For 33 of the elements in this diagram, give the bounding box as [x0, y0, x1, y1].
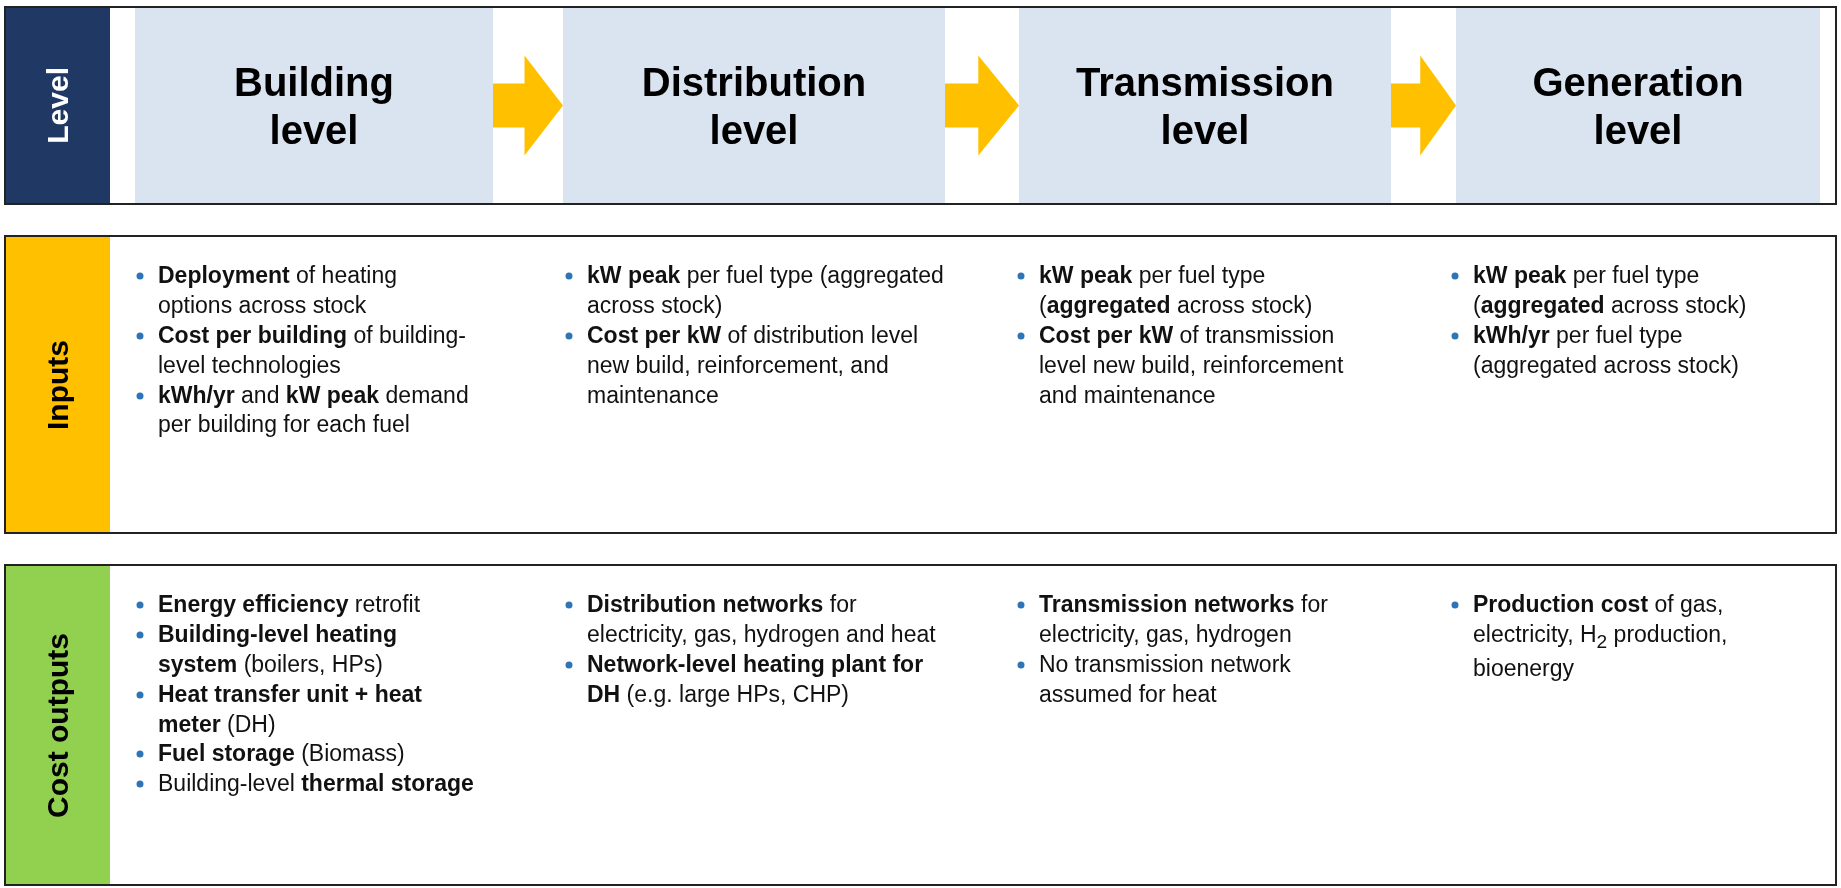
- bullet-text: Distribution networks for electricity, gas, hydrogen and heat: [587, 591, 936, 647]
- bullet-text: kW peak per fuel type (aggregated across stock): [587, 262, 944, 318]
- bullet-text: Building-level heating system (boilers, HPs): [158, 620, 397, 677]
- block-arrow: [945, 55, 1019, 156]
- row-header-label: Level: [41, 67, 75, 144]
- bullet-text: kWh/yr per fuel type (aggregated across stock): [1473, 321, 1739, 378]
- row-frame: [4, 235, 1837, 534]
- bullet-text: No transmission network assumed for heat: [1039, 650, 1291, 707]
- level-box: Transmission level: [1019, 8, 1391, 203]
- bullet-text: Transmission networks for electricity, gas, hydrogen: [1039, 591, 1328, 647]
- row-header-label: Cost outputs: [41, 632, 75, 818]
- block-arrow: [493, 55, 563, 156]
- block-arrow: [1391, 55, 1456, 156]
- bullet-text: kW peak per fuel type (aggregated across stock): [1039, 262, 1313, 318]
- level-box: Generation level: [1456, 8, 1820, 203]
- row-header-label: Inputs: [41, 339, 75, 430]
- row-header-band: [6, 566, 110, 884]
- bullet-text: Building-level thermal storage: [158, 770, 474, 797]
- bullet-text: kWh/yr and kW peak demand per building for each fuel: [158, 381, 469, 438]
- level-box: Building level: [135, 8, 493, 203]
- row-frame: [4, 6, 1837, 205]
- bullet-text: Production cost of gas, electricity, H$_{2}$ production, bioenergy: [1473, 591, 1728, 682]
- bullet-text: Heat transfer unit + heat meter (DH): [158, 680, 422, 737]
- level-box: Distribution level: [563, 8, 945, 203]
- bullet-text: kW peak per fuel type (aggregated across stock): [1473, 262, 1747, 318]
- bullet-text: Energy efficiency retrofit: [158, 591, 421, 617]
- bullet-text: Fuel storage (Biomass): [158, 740, 405, 767]
- row-frame: [4, 564, 1837, 886]
- row-header-band: [6, 8, 110, 203]
- bullet-text: Network-level heating plant for DH (e.g. large HPs, CHP): [587, 650, 924, 707]
- row-header-band: [6, 237, 110, 532]
- bullet-text: Cost per kW of distribution level new build, reinforcement, and maintenance: [587, 321, 919, 408]
- bullet-text: Cost per kW of transmission level new build, reinforcement and maintenance: [1039, 321, 1344, 408]
